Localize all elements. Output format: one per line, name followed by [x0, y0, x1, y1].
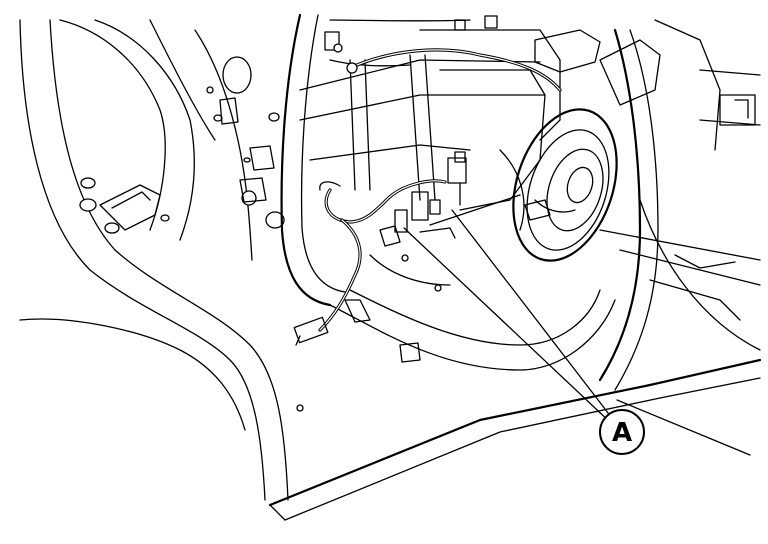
upper-clips — [219, 15, 601, 203]
floor-sill — [268, 199, 762, 521]
speaker — [512, 108, 618, 262]
connectors-a — [379, 191, 456, 292]
hinge-pillar — [598, 19, 761, 391]
upper-cable — [346, 48, 562, 92]
lower-bracket — [344, 194, 521, 363]
callout-a-label: A — [612, 418, 632, 448]
panel-holes — [79, 56, 304, 412]
handle-bracket — [99, 184, 161, 231]
callout-a: A — [599, 409, 645, 455]
door-inner-frame — [280, 13, 616, 371]
body-side-panel — [19, 19, 289, 501]
callout-leaders — [403, 209, 751, 456]
door-wire-harness — [293, 151, 467, 346]
